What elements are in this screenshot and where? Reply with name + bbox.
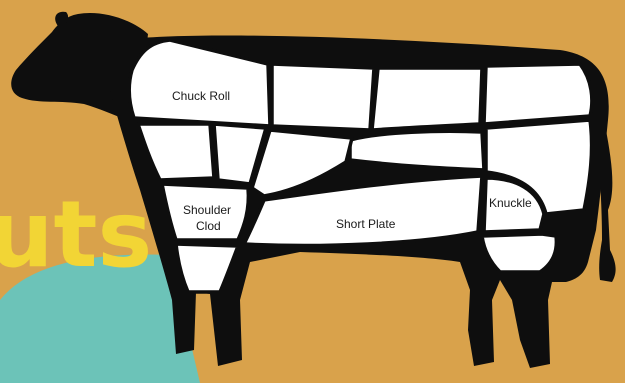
cut-sirloin <box>484 64 592 124</box>
label-short-plate: Short Plate <box>336 217 396 231</box>
label-knuckle: Knuckle <box>489 196 532 210</box>
label-shoulder-clod-line1: Shoulder <box>183 203 231 217</box>
cut-loin <box>372 68 482 130</box>
heading-fragment: uts <box>0 181 152 288</box>
label-shoulder-clod-line2: Clod <box>196 219 221 233</box>
cut-hindshank <box>482 234 556 272</box>
cut-rib <box>272 64 374 130</box>
label-chuck-roll: Chuck Roll <box>172 89 230 103</box>
